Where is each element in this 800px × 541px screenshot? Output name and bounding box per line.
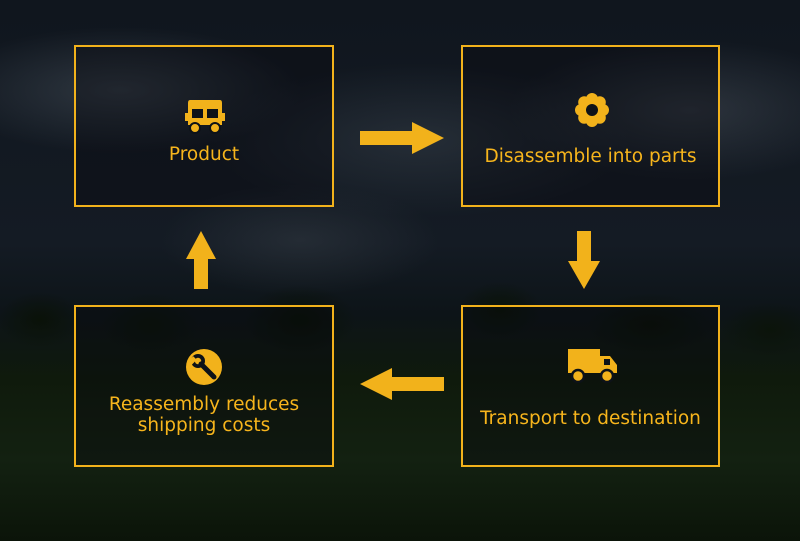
arrow-right-icon [360, 122, 444, 154]
delivery-truck-icon [567, 347, 619, 383]
arrow-left-icon [360, 368, 444, 400]
step-label-reassembly: Reassembly reduces shipping costs [76, 394, 332, 436]
auto-rickshaw-icon [184, 97, 226, 135]
step-box-product: Product [74, 45, 334, 207]
step-label-disassemble: Disassemble into parts [463, 146, 718, 167]
step-box-transport: Transport to destination [461, 305, 720, 467]
arrow-up-icon [186, 231, 216, 289]
step-label-transport: Transport to destination [463, 408, 718, 429]
step-label-reassembly-line1: Reassembly reduces [76, 394, 332, 415]
step-box-reassembly: Reassembly reduces shipping costs [74, 305, 334, 467]
step-label-product: Product [76, 144, 332, 165]
wrench-icon [185, 348, 223, 386]
step-box-disassemble: Disassemble into parts [461, 45, 720, 207]
step-label-reassembly-line2: shipping costs [76, 415, 332, 436]
gear-icon [574, 92, 610, 128]
arrow-down-icon [568, 231, 600, 289]
